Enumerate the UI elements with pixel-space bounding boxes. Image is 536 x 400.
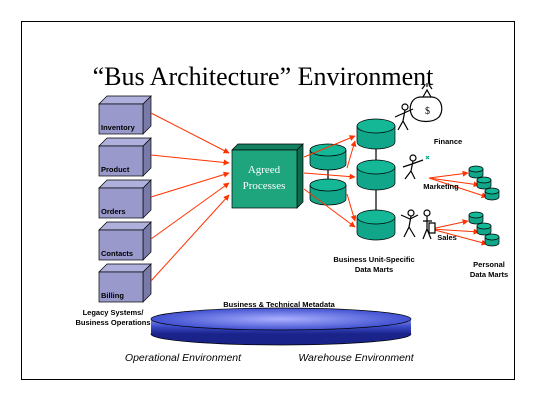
data-marts-label-line2: Data Marts [355,265,393,274]
mart-arrow [346,140,357,169]
salesperson-figure-icon [400,209,436,240]
page-title: “Bus Architecture” Environment [93,62,435,91]
marketing-personal-marts [468,165,500,201]
legacy-box-label: Inventory [101,123,136,132]
bus-store-bottom [309,178,347,206]
finance-label: Finance [434,137,462,146]
mart-arrow [303,135,356,158]
business-unit-data-marts [356,118,396,241]
legacy-box-product: Product [98,137,152,177]
flow-arrow [150,154,230,166]
personal-arrow [428,177,488,199]
personal-arrow [428,177,480,188]
architecture-diagram: “Bus Architecture” Environment Business … [75,62,508,364]
flow-arrow [150,171,230,198]
svg-text:$: $ [425,106,430,117]
legacy-label-line2: Business Operations [75,318,150,327]
sales-data-mart [356,209,396,241]
bus-store-top [309,143,347,171]
personal-cylinder [484,233,500,247]
personal-cylinder [476,176,492,190]
legacy-to-process-arrows [150,112,230,282]
warehouse-environment-label: Warehouse Environment [298,352,414,364]
legacy-box-label: Contacts [101,249,133,258]
personal-cylinder [484,187,500,201]
personal-arrow [430,228,488,246]
personal-arrow [428,170,469,179]
legacy-box-billing: Billing [98,263,152,303]
personal-cylinder [468,165,484,179]
metadata-disk [150,307,412,346]
person-figure-icon [394,103,414,131]
flow-arrow [150,182,230,240]
personal-arrow [430,228,480,235]
legacy-label-line1: Legacy Systems/ [83,308,145,317]
data-marts-label-line1: Business Unit-Specific [333,255,414,264]
process-to-mart-arrows [303,135,488,246]
mart-arrow [346,193,357,222]
legacy-box-label: Billing [101,291,124,300]
marketing-label: Marketing [423,182,459,191]
personal-data-marts [468,165,500,247]
sales-personal-marts [468,211,500,247]
finance-figure-icon [402,154,430,180]
personal-cylinder [468,211,484,225]
personal-marts-label-line1: Personal [473,260,505,269]
legacy-box-inventory: Inventory [98,95,152,135]
flow-arrow [150,112,230,154]
operational-environment-label: Operational Environment [125,352,242,364]
process-label-line2: Processes [243,180,286,192]
personal-arrow [430,219,469,230]
sales-label: Sales [437,233,457,242]
finance-data-mart [356,118,396,150]
personal-marts-label-line2: Data Marts [470,270,508,279]
mart-arrow [303,188,356,228]
flow-arrow [150,194,230,282]
legacy-box-orders: Orders [98,179,152,219]
legacy-box-label: Product [101,165,130,174]
legacy-box-contacts: Contacts [98,221,152,261]
personal-cylinder [476,222,492,236]
metadata-label: Business & Technical Metadata [223,300,335,309]
slide: “Bus Architecture” Environment Business … [21,21,515,380]
legacy-box-label: Orders [101,207,126,216]
mart-arrow [303,172,356,180]
process-label-line1: Agreed [248,164,281,176]
agreed-processes-box [231,143,304,209]
money-bag-icon: $ [409,83,443,123]
marketing-data-mart [356,159,396,191]
